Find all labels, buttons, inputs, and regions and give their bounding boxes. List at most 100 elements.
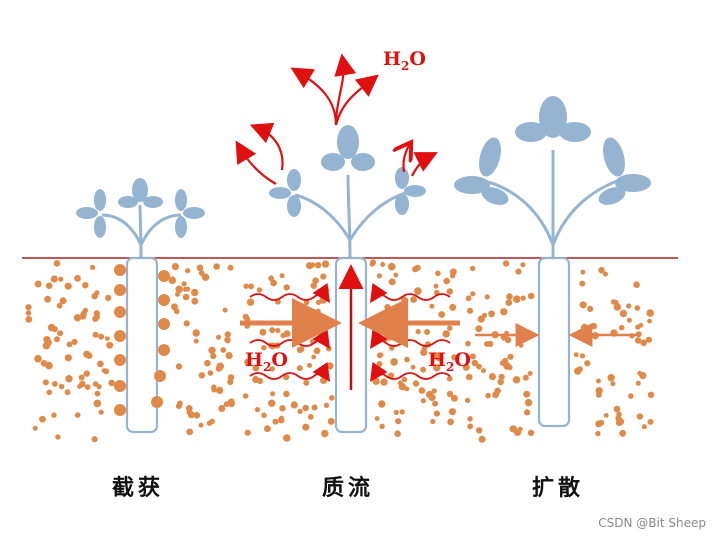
soil-particle xyxy=(254,407,260,413)
soil-particle xyxy=(193,338,199,344)
soil-particle xyxy=(431,388,437,394)
soil-particle xyxy=(313,347,321,355)
soil-particle xyxy=(584,360,591,367)
soil-particle xyxy=(270,279,277,287)
soil-particle xyxy=(410,364,416,370)
soil-particle xyxy=(58,383,65,390)
soil-particle xyxy=(283,434,291,442)
soil-particle xyxy=(404,356,410,363)
soil-particle xyxy=(42,342,51,350)
soil-particle xyxy=(509,425,517,433)
soil-particle xyxy=(470,291,476,297)
soil-particle xyxy=(224,336,231,344)
soil-particle xyxy=(613,405,621,413)
soil-particle xyxy=(216,334,221,340)
plant-icon xyxy=(454,96,651,258)
soil-particle xyxy=(641,424,647,430)
soil-particle xyxy=(53,260,61,267)
soil-particle xyxy=(635,380,641,386)
soil-particle xyxy=(432,400,439,407)
soil-particle xyxy=(401,376,408,383)
soil-particle xyxy=(502,260,510,267)
soil-particle xyxy=(527,292,535,300)
soil-particle xyxy=(312,277,319,285)
soil-particle xyxy=(204,359,211,367)
soil-particle xyxy=(633,281,640,289)
soil-particle xyxy=(485,392,491,399)
soil-particle xyxy=(433,283,439,289)
soil-particle xyxy=(270,391,276,397)
soil-particle xyxy=(626,303,632,309)
soil-particle xyxy=(410,296,417,303)
soil-particle xyxy=(207,370,214,376)
water-label-right: H2O xyxy=(428,349,471,374)
soil-particle xyxy=(45,361,53,370)
soil-particle xyxy=(220,347,227,353)
soil-particle xyxy=(469,265,476,272)
soil-particle xyxy=(296,346,304,353)
soil-particle xyxy=(175,291,180,297)
soil-particle xyxy=(390,358,398,366)
root-icon xyxy=(537,256,571,428)
soil-particle xyxy=(610,381,616,387)
soil-particle xyxy=(227,398,235,406)
soil-particle xyxy=(447,325,453,331)
soil-particle xyxy=(277,416,285,424)
soil-particle xyxy=(524,409,531,416)
soil-particle xyxy=(244,429,251,436)
soil-particle xyxy=(92,331,99,338)
soil-particle xyxy=(71,338,78,345)
soil-particle xyxy=(25,316,33,323)
soil-particle xyxy=(64,354,72,362)
soil-particle xyxy=(476,427,483,434)
soil-particle xyxy=(34,354,42,363)
soil-particle xyxy=(449,303,457,311)
soil-particle xyxy=(469,353,476,360)
soil-particle xyxy=(321,429,329,438)
soil-particles xyxy=(25,259,655,443)
soil-particle xyxy=(296,365,303,372)
soil-particle xyxy=(523,390,531,398)
soil-particle xyxy=(175,363,183,370)
soil-particle xyxy=(646,336,653,343)
soil-particle xyxy=(261,345,267,351)
soil-particle xyxy=(198,270,205,276)
soil-particle xyxy=(429,303,435,309)
soil-particle xyxy=(74,412,81,418)
soil-particle xyxy=(596,378,601,384)
soil-particle xyxy=(98,409,104,415)
soil-particle xyxy=(294,305,301,312)
soil-particle xyxy=(388,372,395,379)
soil-particle xyxy=(171,303,178,311)
soil-particle xyxy=(498,373,505,381)
soil-particle xyxy=(372,377,380,385)
soil-particle xyxy=(607,374,615,382)
soil-particle xyxy=(323,402,330,408)
soil-particle xyxy=(602,271,609,277)
soil-particle xyxy=(465,373,473,381)
soil-particle xyxy=(598,419,605,426)
soil-particle xyxy=(280,332,287,339)
soil-particle xyxy=(93,399,102,408)
soil-particle xyxy=(446,288,453,295)
soil-particle xyxy=(98,333,105,340)
soil-particle xyxy=(420,366,427,373)
soil-particle xyxy=(206,420,213,426)
soil-particle xyxy=(171,263,179,271)
soil-particle xyxy=(497,378,505,386)
soil-particle xyxy=(465,295,472,302)
soil-particle xyxy=(65,375,73,383)
root-icon xyxy=(125,256,159,434)
soil-particle xyxy=(216,362,224,371)
soil-particle xyxy=(78,374,85,381)
soil-particle xyxy=(42,379,49,386)
soil-particle xyxy=(462,363,470,371)
soil-particle xyxy=(517,426,523,432)
soil-particle xyxy=(595,430,601,437)
water-arrow-icon xyxy=(235,53,438,185)
soil-particle xyxy=(44,295,52,303)
soil-particle xyxy=(415,329,421,335)
soil-particle xyxy=(393,272,399,278)
soil-particle xyxy=(315,308,321,314)
